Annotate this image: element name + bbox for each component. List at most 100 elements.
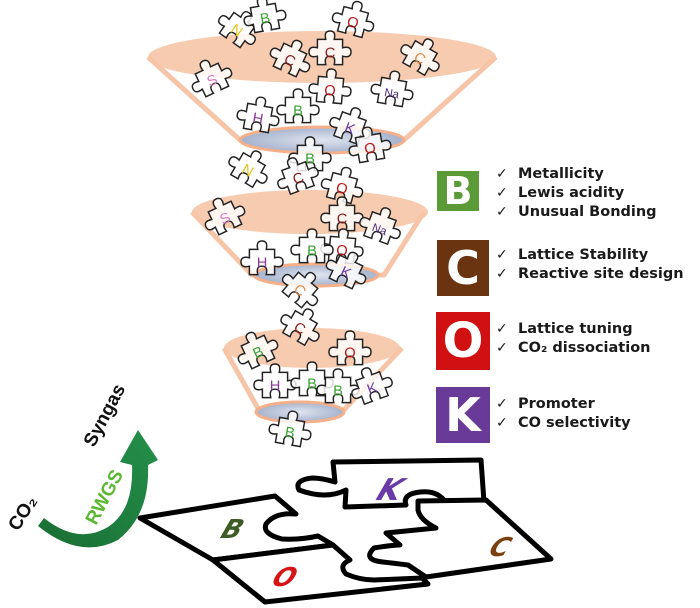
puzzle-piece-outline [237,331,279,370]
puzzle-piece: S [191,59,233,98]
puzzle-piece: C [308,30,352,66]
legend-item: ✓CO₂ dissociation [496,340,651,356]
puzzle-piece-outline [240,240,284,276]
puzzle-piece-label: B [307,243,317,259]
puzzle-piece-label: O [335,243,348,260]
legend-list-o: ✓Lattice tuning ✓CO₂ dissociation [496,320,650,358]
legend-item: ✓Promoter [496,396,595,412]
legend-item: ✓Lattice Stability [496,247,649,263]
puzzle-piece-outline [228,150,268,189]
puzzle-piece-label: H [270,378,281,394]
legend-item: ✓Unusual Bonding [496,204,657,220]
puzzle-piece: C [400,38,440,77]
puzzle-piece: B [276,88,320,124]
puzzle-piece: N [228,150,268,189]
legend-box-c: C [437,240,489,296]
puzzle-piece-outline [191,59,233,98]
puzzle-piece-o [210,542,431,605]
puzzle-piece-outline [269,39,311,78]
puzzle-piece: B [237,331,279,370]
puzzle-piece-outline [277,157,319,196]
legend-item: ✓Metallicity [496,166,604,182]
legend-item: ✓Reactive site design [496,266,684,282]
puzzle-piece-label: O [345,14,360,32]
legend-list-b: ✓Metallicity ✓Lewis acidity ✓Unusual Bon… [496,165,657,222]
puzzle-piece-outline [236,96,280,134]
puzzle-piece-label: O [323,83,336,100]
puzzle-piece-outline [308,30,352,66]
puzzle-piece-outline [320,196,364,232]
puzzle-piece-outline [316,368,360,404]
funnel-tier-3-bottom [254,400,346,424]
puzzle-piece: O [320,166,364,205]
puzzle-piece-b [137,493,336,563]
puzzle-piece-label: B [333,383,343,399]
check-icon: ✓ [496,185,508,201]
puzzle-piece-label: C [325,45,336,61]
check-icon: ✓ [496,415,508,431]
puzzle-piece-label: B [305,151,315,167]
puzzle-piece-label: Na [383,87,400,101]
puzzle-piece-outline [243,0,287,34]
puzzle-piece-outline [308,68,352,105]
puzzle-piece-label: B [284,425,297,442]
puzzle-piece-outline [290,228,334,264]
puzzle-piece-label: O [363,140,377,158]
puzzle-piece-k [295,457,487,510]
check-icon: ✓ [496,247,508,263]
check-icon: ✓ [496,321,508,337]
puzzle-piece-label: B [259,10,272,27]
puzzle-piece-outline [281,271,319,309]
puzzle-piece-outline [280,308,320,347]
puzzle-piece: B [243,0,287,34]
puzzle-piece: K [351,367,393,406]
puzzle-piece-label: O [334,180,349,198]
puzzle-piece: C [277,157,319,196]
puzzle-piece: C [280,308,320,347]
legend-item: ✓Lewis acidity [496,185,625,201]
puzzle-piece: O [331,0,375,39]
check-icon: ✓ [496,266,508,282]
puzzle-piece-outline [204,197,246,236]
puzzle-piece: S [204,197,246,236]
assembled-puzzle: K B C O [137,457,554,605]
syngas-label: Syngas [80,381,130,451]
legend-item: ✓Lattice tuning [496,321,633,337]
puzzle-piece-label: Na [370,222,389,239]
puzzle-piece-c [367,497,554,580]
puzzle-piece: H [236,96,280,134]
puzzle-piece: B [316,368,360,404]
legend-list-c: ✓Lattice Stability ✓Reactive site design [496,246,684,284]
puzzle-piece-outline [331,0,375,39]
puzzle-piece: O [328,330,372,366]
co2-label: CO₂ [4,492,41,534]
puzzle-piece-outline [253,363,297,399]
puzzle-piece: O [308,68,352,105]
check-icon: ✓ [496,204,508,220]
puzzle-piece: Na [359,207,401,246]
legend-box-k: K [436,387,490,443]
puzzle-piece: B [290,228,334,264]
puzzle-piece: C [269,39,311,78]
puzzle-piece: K [325,251,367,290]
puzzle-piece-outline [276,88,320,124]
puzzle-piece-outline [328,330,372,366]
puzzle-piece: C [320,196,364,232]
puzzle-piece-label: B [293,103,303,119]
puzzle-piece-outline [325,251,367,290]
puzzle-piece-outline [400,38,440,77]
puzzle-piece-label: H [251,110,264,128]
puzzle-piece: O [348,126,392,164]
rwgs-arrow: RWGS CO₂ Syngas [4,381,158,548]
legend-box-o: O [436,312,490,370]
puzzle-piece-outline [370,70,414,108]
puzzle-piece-label: H [257,255,268,271]
curved-arrow-icon [38,430,158,548]
puzzle-piece-outline [351,367,393,406]
legend-item: ✓CO selectivity [496,415,631,431]
puzzle-piece: H [240,240,284,276]
puzzle-piece-outline [320,166,364,205]
check-icon: ✓ [496,340,508,356]
